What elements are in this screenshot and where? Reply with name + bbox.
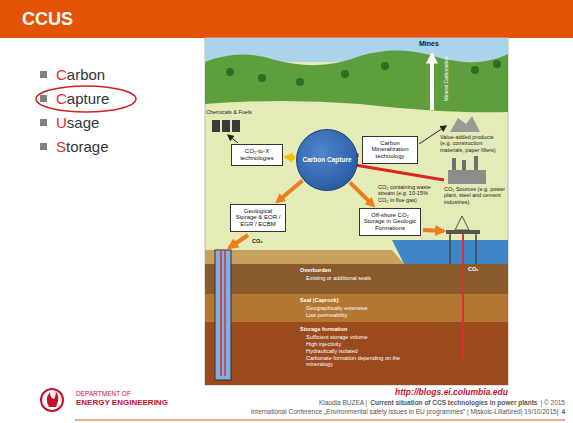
waste-stream-arrow (349, 164, 444, 180)
storage-box: Geological Storage & EOR / EGR / ECBM (230, 204, 286, 233)
stream-label: CO₂ containing waste stream (e.g. 10-15%… (378, 184, 438, 203)
bullet-item: Capture (56, 90, 109, 107)
footer-text: International Conference „Environmental … (251, 408, 558, 415)
injection-arrow (229, 235, 248, 248)
node-text: Off-shore CO₂ Storage in Geologic Format… (362, 212, 418, 233)
platform-leg (449, 234, 451, 264)
barrel-icon (222, 120, 230, 132)
layer-note: Low permeability (306, 312, 347, 318)
bullet-square (40, 71, 47, 78)
footer-text: | © 2015 (540, 399, 565, 406)
capture-circle: Carbon Capture (296, 129, 358, 191)
node-text: Geological Storage & EOR / EGR / ECBM (233, 208, 283, 229)
page-number: 4 (561, 408, 565, 415)
footer-text: Current situation of CCS technologies in… (370, 399, 537, 406)
tree (341, 70, 349, 78)
node-text: Carbon Capture (302, 156, 351, 163)
product-label: Value-added products (e.g. construction … (440, 134, 504, 153)
platform-derrick (455, 216, 469, 230)
footer-rule (75, 420, 565, 421)
well-pipe (220, 250, 222, 376)
tree (493, 60, 501, 68)
bullet-square (40, 119, 47, 126)
layer-note: Existing or additional seals (306, 275, 371, 281)
flow-label: CO₂ (468, 266, 479, 272)
footer-line: International Conference „Environmental … (251, 408, 565, 415)
source-label: CO₂ Sources (e.g. power plant, steel and… (444, 186, 506, 205)
source-caption: http://blogs.ei.columbia.edu (395, 387, 507, 397)
barrel-icon (232, 120, 240, 132)
tree (258, 74, 266, 82)
bullet-item: Usage (56, 114, 99, 131)
tree (471, 66, 479, 74)
flow-arrow (281, 181, 302, 199)
product-arrow (228, 135, 238, 143)
image-background (205, 38, 508, 385)
tree (381, 62, 389, 70)
footer-line: Klaudia BUZEA |Current situation of CCS … (319, 399, 565, 406)
technology-box: Carbon Mineralization technology (362, 136, 418, 165)
injection-arrow (423, 230, 444, 231)
node-text: CO₂-to-X technologies (234, 148, 280, 162)
chimney (474, 156, 478, 170)
layer-heading: Seal (Caprock) (300, 297, 339, 303)
green-hills (205, 50, 508, 112)
tree (226, 68, 234, 76)
product-label: Chemicals & Fuels (206, 109, 252, 115)
bullet-square (40, 95, 47, 102)
header-bar (0, 0, 573, 38)
department-name: DEPARTMENT OF (76, 390, 131, 397)
footer-text: Klaudia BUZEA | (319, 399, 367, 406)
flow-label: CO₂ (252, 238, 263, 244)
department-name: ENERGY ENGINEERING (76, 398, 168, 407)
platform-leg (475, 234, 477, 264)
layer-note: Hydraulically isolated (306, 348, 358, 354)
slide-title: CCUS (22, 9, 73, 30)
well-pipe (224, 250, 226, 376)
bullet-square (40, 143, 47, 150)
chimney (462, 160, 466, 170)
layer-note: Sufficient storage volume (306, 334, 368, 340)
layer-note: Carbonate formation depending on the min… (306, 355, 418, 368)
node-text: Carbon Mineralization technology (365, 140, 415, 161)
platform-deck (446, 230, 480, 234)
process-label: Mineral Carbonation (444, 44, 450, 114)
barrel-icon (212, 120, 220, 132)
layer-heading: Storage formation (300, 326, 347, 332)
offshore-pipe (462, 234, 464, 360)
injection-well (215, 250, 231, 380)
chimney (452, 158, 456, 170)
bullet-item: Storage (56, 138, 109, 155)
layer-note: Geographically extensive (306, 305, 367, 311)
place-label: Mines (419, 40, 439, 48)
flow-arrow (291, 155, 295, 159)
flow-arrow (350, 182, 370, 201)
storage-box: Off-shore CO₂ Storage in Geologic Format… (359, 208, 421, 237)
logo-flame (47, 390, 59, 407)
factory-icon (448, 170, 486, 184)
technology-box: CO₂-to-X technologies (231, 144, 283, 166)
product-pile-icon (450, 116, 480, 132)
mines-arrow (430, 54, 434, 110)
layer-note: High injectivity (306, 341, 341, 347)
highlight-ellipse (36, 86, 136, 112)
topsoil-layer (205, 250, 404, 264)
logo-ring (41, 389, 63, 411)
tree (296, 78, 304, 86)
layer-heading: Overburden (300, 267, 331, 273)
bullet-item: Carbon (56, 66, 105, 83)
